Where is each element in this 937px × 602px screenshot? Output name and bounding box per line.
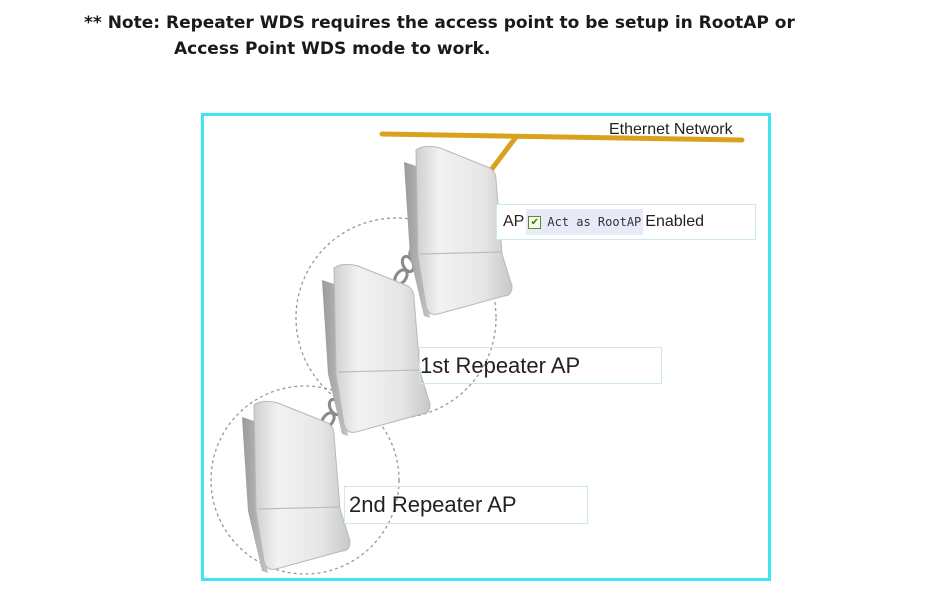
note-line-1: ** Note: Repeater WDS requires the acces… <box>84 13 795 33</box>
note-line-2: Access Point WDS mode to work. <box>84 36 904 62</box>
repeater-1-ap-device <box>322 264 430 436</box>
act-as-rootap-option: ✔ Act as RootAP <box>526 209 643 235</box>
repeater-1-label-text: 1st Repeater AP <box>420 353 580 379</box>
root-ap-prefix: AP <box>503 213 524 231</box>
act-as-rootap-label: Act as RootAP <box>547 215 641 229</box>
root-ap-suffix: Enabled <box>645 213 704 231</box>
act-as-rootap-checkbox: ✔ <box>528 216 541 229</box>
repeater-1-label: 1st Repeater AP <box>419 347 662 384</box>
root-ap-setting-panel: AP ✔ Act as RootAP Enabled <box>496 204 756 240</box>
repeater-2-label: 2nd Repeater AP <box>344 486 588 524</box>
note-text: ** Note: Repeater WDS requires the acces… <box>84 10 904 62</box>
repeater-wds-diagram: Ethernet Network AP ✔ Act as RootAP Enab… <box>201 113 771 581</box>
repeater-2-label-text: 2nd Repeater AP <box>349 492 517 518</box>
repeater-2-ap-device <box>242 401 350 573</box>
ethernet-network-label: Ethernet Network <box>609 121 733 139</box>
